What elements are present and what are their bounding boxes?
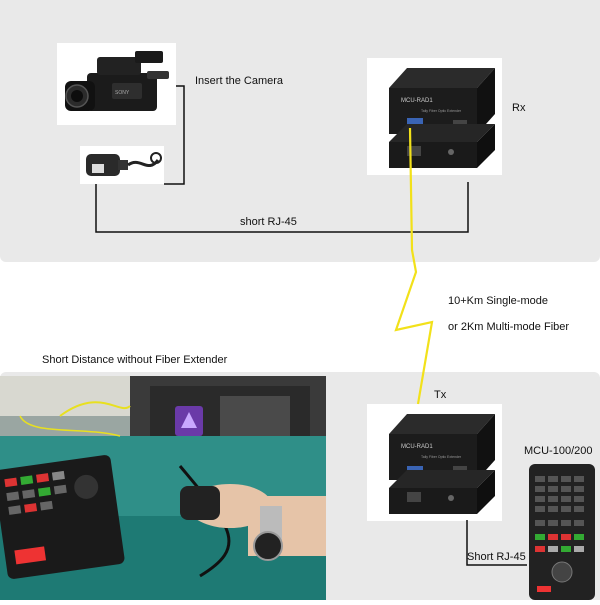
short-rj45-bottom-label: Short RJ-45 [467,551,526,563]
camcorder-icon: SONY [65,51,169,111]
tx-fiber-extender-photo: MCU-RAD1 Tally Fiber Optic Extender [367,404,502,521]
mcu-remote-photo [527,462,597,600]
camera-photo: SONY [57,43,176,125]
rx-fiber-extender-photo: MCU-RAD1 Tally Fiber Optic Extender [367,58,502,175]
tx-subtitle-text: Tally Fiber Optic Extender [421,455,462,459]
rx-subtitle-text: Tally Fiber Optic Extender [421,109,462,113]
fiber-label-line2: or 2Km Multi-mode Fiber [448,321,570,333]
short-rj45-bottom-cable [466,520,527,566]
fiber-extender-icon: MCU-RAD1 Tally Fiber Optic Extender [389,414,495,514]
camera-to-adapter-cable [164,85,185,185]
svg-text:SONY: SONY [115,90,130,96]
rx-label: Rx [512,102,526,114]
adapter-photo [80,146,164,184]
rj45-adapter-icon [86,152,162,176]
mcu-label: MCU-100/200 [524,445,593,457]
remote-controller-icon [529,464,595,600]
tx-model-text: MCU-RAD1 [401,444,433,450]
demo-scene-image [0,376,326,600]
short-rj45-top-label: short RJ-45 [240,216,297,228]
short-rj45-top-cable [95,182,469,233]
fiber-cable [394,127,434,405]
rx-model-text: MCU-RAD1 [401,98,433,104]
tx-label: Tx [434,389,447,401]
fiber-label-line1: 10+Km Single-mode [448,295,548,307]
short-distance-label: Short Distance without Fiber Extender [42,354,228,366]
fiber-extender-icon: MCU-RAD1 Tally Fiber Optic Extender [389,68,495,168]
short-distance-demo-photo [0,376,326,600]
insert-camera-label: Insert the Camera [195,75,284,87]
